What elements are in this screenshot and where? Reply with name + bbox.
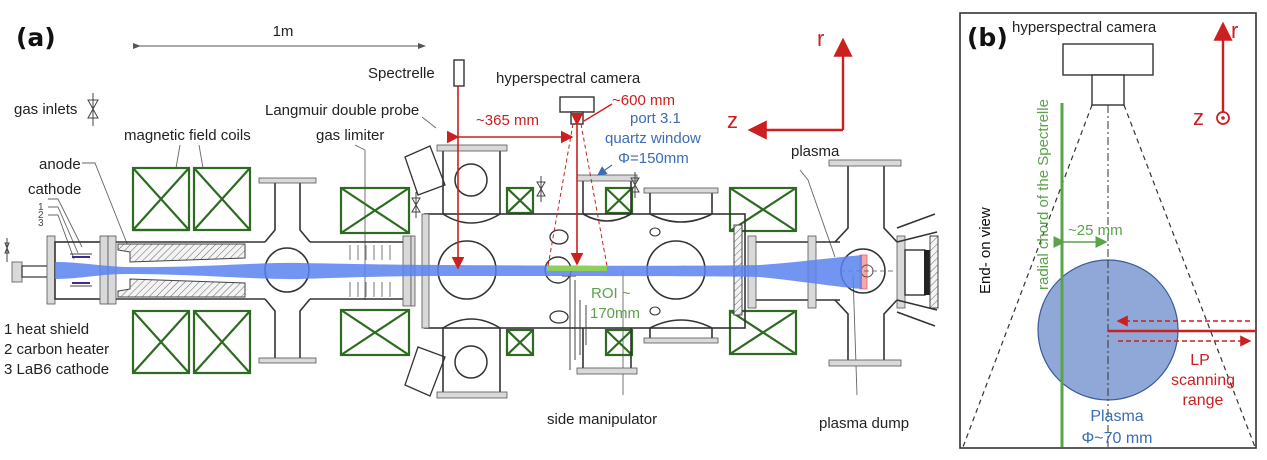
quartz-window-label: quartz window xyxy=(605,130,701,147)
window-diameter-label: Φ=150mm xyxy=(618,150,689,167)
scale-bar-label: 1m xyxy=(273,23,294,40)
valve-icon xyxy=(87,93,99,126)
dimension-365-label: ~365 mm xyxy=(476,112,539,129)
hyperspectral-camera-label: hyperspectral camera xyxy=(496,70,641,87)
roi-label-line1: ROI ~ xyxy=(591,285,631,302)
legend-item-2: 2 carbon heater xyxy=(4,341,109,358)
coil-2-bottom xyxy=(192,309,252,375)
callout-1: 1 xyxy=(38,202,44,213)
panel-b: (b) hyperspectral camera ~25 mm radial c… xyxy=(959,12,1257,449)
dimension-600-label: ~600 mm xyxy=(612,92,675,109)
plasma-label-line2: Φ~70 mm xyxy=(1081,430,1152,447)
plasma-beam xyxy=(55,255,862,289)
plasma-dump-chamber xyxy=(828,159,939,367)
coil-5-bottom xyxy=(604,328,634,357)
anode-label: anode xyxy=(39,156,81,173)
axis-r-label: r xyxy=(817,26,824,51)
fov-right-edge xyxy=(1123,104,1256,448)
gas-limiter-label: gas limiter xyxy=(316,127,384,144)
panel-a: (a) 1m gas inlets magnetic field coils L… xyxy=(4,23,939,432)
plasma-label-line1: Plasma xyxy=(1090,408,1143,425)
main-tube xyxy=(116,241,410,300)
coil-5-top xyxy=(604,186,634,215)
lp-label-line1: LP xyxy=(1190,352,1210,369)
legend-item-1: 1 heat shield xyxy=(4,321,89,338)
panel-a-label: (a) xyxy=(16,23,56,52)
offset-label: ~25 mm xyxy=(1068,222,1123,239)
magnetic-coil-group xyxy=(131,166,798,375)
valve-icon xyxy=(411,172,640,218)
scale-bar: 1m xyxy=(133,23,426,49)
coil-4-bottom xyxy=(505,328,535,357)
coil-6-bottom xyxy=(728,309,798,356)
axis-z-label: z xyxy=(727,108,738,133)
quartz-window-pointer xyxy=(597,164,613,176)
gas-limiter-plates xyxy=(349,245,391,297)
anode-upper xyxy=(117,243,246,263)
legend-item-3: 3 LaB6 cathode xyxy=(4,361,109,378)
langmuir-probe-label: Langmuir double probe xyxy=(265,102,419,119)
coil-1-top xyxy=(131,166,191,232)
axes-rz-b: r z xyxy=(1193,18,1238,130)
coil-2-top xyxy=(192,166,252,232)
magnetic-field-coils-label: magnetic field coils xyxy=(124,127,251,144)
axes-rz-a: r z xyxy=(727,26,853,140)
side-manipulator xyxy=(562,275,587,370)
coil-4-top xyxy=(505,186,535,215)
camera-sightline xyxy=(547,112,608,267)
coil-3-top xyxy=(339,186,411,235)
lp-label-line2: scanning xyxy=(1171,372,1235,389)
roi-label-line2: 170mm xyxy=(590,305,640,322)
plasma-dump-label: plasma dump xyxy=(819,415,909,432)
axis-z-label: z xyxy=(1193,105,1204,130)
camera-icon xyxy=(559,96,595,125)
gas-inlets-label: gas inlets xyxy=(14,101,77,118)
end-on-view-label: End- on view xyxy=(977,207,994,294)
coil-3-bottom xyxy=(339,308,411,357)
cathode-label: cathode xyxy=(28,181,81,198)
callout-2: 2 xyxy=(38,210,44,221)
spectrelle-icon xyxy=(453,59,465,87)
spectrelle-label: Spectrelle xyxy=(368,65,435,82)
coil-1-bottom xyxy=(131,309,191,375)
anode-lower xyxy=(117,278,246,298)
dimension-600-leader xyxy=(583,103,613,122)
cathode-stack xyxy=(70,253,92,287)
panel-b-label: (b) xyxy=(967,23,1008,52)
panel-b-camera-label: hyperspectral camera xyxy=(1012,19,1157,36)
camera-icon xyxy=(1062,43,1154,106)
plasma-label: plasma xyxy=(791,143,840,160)
lp-label-line3: range xyxy=(1183,392,1224,409)
side-manipulator-label: side manipulator xyxy=(547,411,657,428)
fov-left-edge xyxy=(962,104,1093,448)
port-label: port 3.1 xyxy=(630,110,681,127)
axis-r-label: r xyxy=(1231,18,1238,43)
callout-3: 3 xyxy=(38,218,44,229)
radial-chord-label: radial chord of the Spectrelle xyxy=(1035,99,1052,290)
coil-6-top xyxy=(728,186,798,233)
roi-bar xyxy=(547,266,607,271)
